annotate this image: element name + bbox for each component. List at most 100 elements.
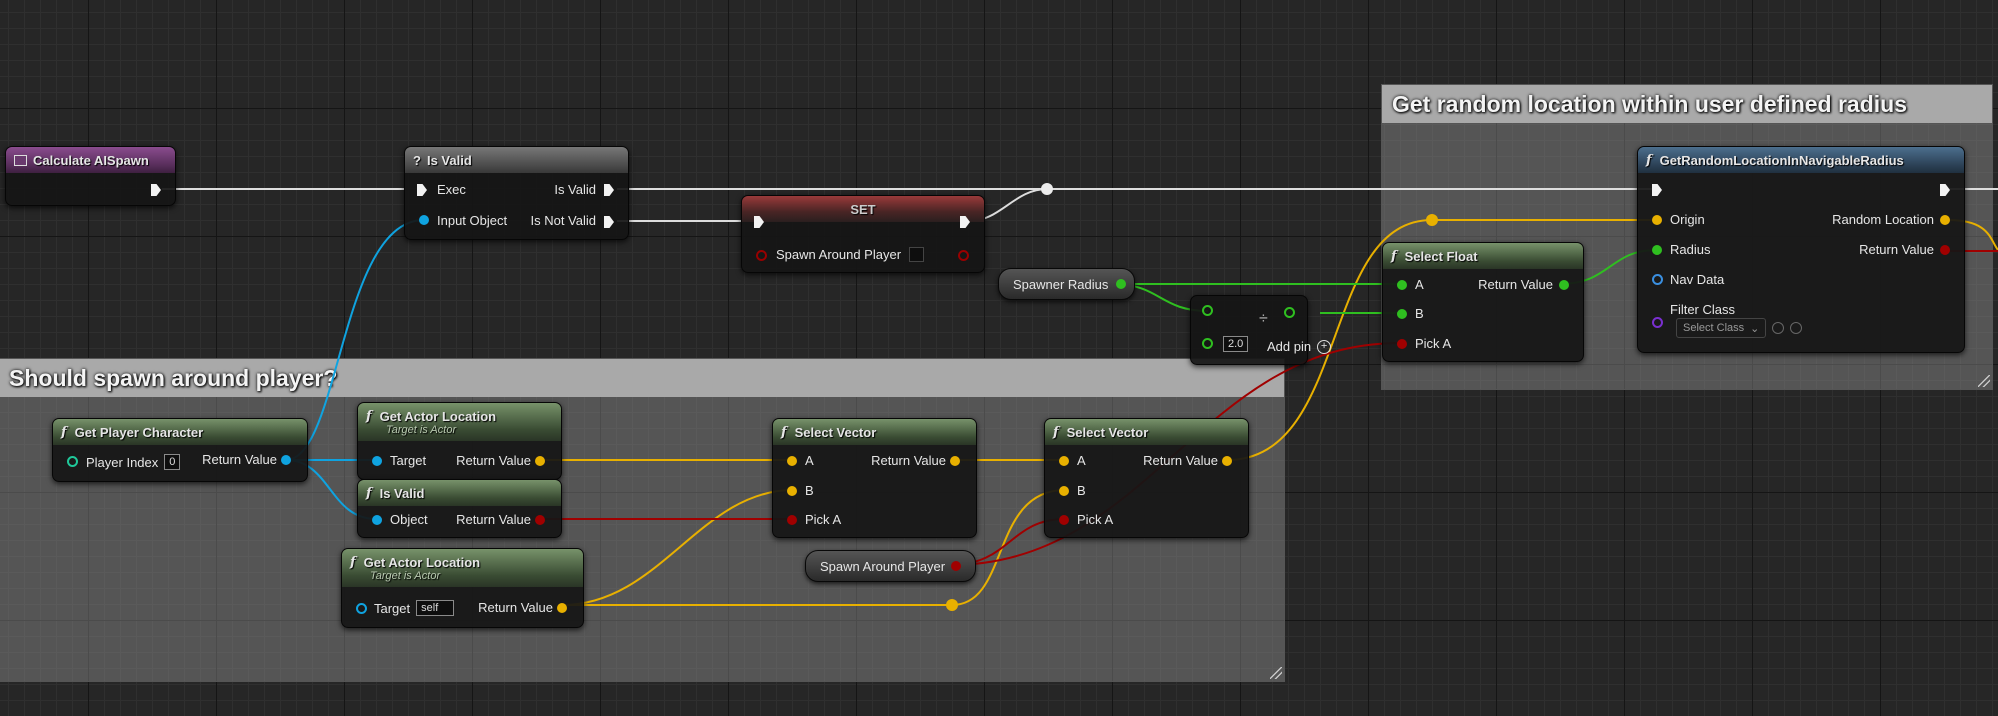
float-in-pin-a[interactable] (1202, 305, 1213, 316)
variable-spawner-radius[interactable]: Spawner Radius (998, 268, 1135, 300)
reroute-node-vector[interactable] (1426, 214, 1438, 226)
exec-in-pin[interactable] (417, 184, 427, 196)
node-get-random-location[interactable]: f GetRandomLocationInNavigableRadius Orig… (1637, 146, 1965, 353)
pin-label: B (1077, 483, 1086, 498)
resize-grip-icon[interactable] (1978, 375, 1990, 387)
radius-pin[interactable] (1652, 245, 1662, 255)
function-icon: f (366, 485, 372, 501)
bool-out-pin[interactable] (535, 515, 545, 525)
float-out-pin[interactable] (1284, 307, 1295, 318)
float-out-pin[interactable] (1559, 280, 1569, 290)
pin-label: B (805, 483, 814, 498)
pin-label: Origin (1670, 212, 1705, 227)
exec-in-pin[interactable] (754, 216, 764, 228)
pin-label: B (1415, 306, 1424, 321)
vector-in-pin-b[interactable] (787, 486, 797, 496)
exec-out-pin[interactable] (960, 216, 970, 228)
pin-label: Return Value (1478, 277, 1553, 292)
bool-in-pin[interactable] (756, 250, 767, 261)
pin-label: Return Value (202, 452, 277, 467)
node-divide[interactable]: ÷ 2.0 Add pin+ (1190, 295, 1332, 365)
node-title: SET (742, 196, 984, 222)
exec-in-pin[interactable] (1652, 184, 1662, 196)
plus-icon: + (1317, 339, 1332, 354)
node-title: Select Vector (1066, 424, 1149, 440)
pin-label: Input Object (437, 213, 508, 228)
vector-out-pin[interactable] (950, 456, 960, 466)
function-icon: f (61, 424, 67, 440)
object-out-pin[interactable] (281, 455, 291, 465)
pin-label: Return Value (1859, 242, 1934, 257)
reroute-node-exec[interactable] (1041, 183, 1053, 195)
nav-data-pin[interactable] (1652, 274, 1663, 285)
node-set[interactable]: SET Spawn Around Player (741, 195, 985, 273)
bool-checkbox[interactable] (909, 247, 925, 262)
pin-label: Pick A (805, 512, 842, 527)
vector-in-pin-a[interactable] (787, 456, 797, 466)
player-index-field[interactable]: 0 (164, 454, 181, 470)
float-in-pin-b[interactable] (1202, 338, 1213, 349)
reroute-node-vector[interactable] (946, 599, 958, 611)
variable-label: Spawn Around Player (820, 558, 946, 574)
float-in-pin-a[interactable] (1397, 280, 1407, 290)
vector-out-pin[interactable] (557, 603, 567, 613)
pin-label: Random Location (1832, 212, 1934, 227)
event-node-calculate-aispawn[interactable]: Calculate AISpawn (5, 146, 176, 206)
player-index-pin[interactable] (67, 456, 78, 467)
node-title: Is Valid (426, 152, 472, 168)
bool-in-pin[interactable] (1397, 339, 1407, 349)
float-out-pin[interactable] (1116, 279, 1126, 289)
target-pin[interactable] (372, 456, 382, 466)
float-in-pin-b[interactable] (1397, 309, 1407, 319)
random-location-out-pin[interactable] (1940, 215, 1950, 225)
variable-spawn-around-player[interactable]: Spawn Around Player (805, 550, 976, 582)
divisor-field[interactable]: 2.0 (1223, 336, 1249, 352)
pin-label: Target (374, 600, 411, 616)
pin-label: Radius (1670, 242, 1711, 257)
filter-class-pin[interactable] (1652, 317, 1663, 328)
node-title: Get Actor Location (363, 554, 481, 570)
node-is-valid[interactable]: ?Is Valid Exec Is Valid Input Object Is … (404, 146, 629, 240)
select-class-dropdown[interactable]: Select Class⌄ (1676, 318, 1767, 338)
vector-out-pin[interactable] (1222, 456, 1232, 466)
vector-out-pin[interactable] (535, 456, 545, 466)
node-subtitle: Target is Actor (370, 569, 441, 582)
function-icon: f (1646, 152, 1652, 168)
pin-label: Return Value (478, 600, 553, 615)
pin-label: Player Index (86, 454, 159, 470)
bool-out-pin[interactable] (958, 250, 969, 261)
vector-in-pin-b[interactable] (1059, 486, 1069, 496)
vector-in-pin-a[interactable] (1059, 456, 1069, 466)
exec-out-pin-is-not-valid[interactable] (604, 216, 614, 228)
resize-grip-icon[interactable] (1270, 667, 1282, 679)
bool-in-pin[interactable] (787, 515, 797, 525)
origin-pin[interactable] (1652, 215, 1662, 225)
pin-label: Target (390, 453, 427, 468)
divide-icon: ÷ (1259, 310, 1268, 327)
exec-out-pin-is-valid[interactable] (604, 184, 614, 196)
target-self-field[interactable]: self (416, 600, 455, 616)
add-pin-button[interactable]: Add pin+ (1267, 339, 1332, 354)
pin-label: A (1077, 453, 1086, 468)
node-title: Select Vector (794, 424, 877, 440)
input-object-pin[interactable] (419, 215, 429, 225)
bool-in-pin[interactable] (1059, 515, 1069, 525)
pin-label: Pick A (1415, 336, 1452, 351)
browse-icon[interactable] (1790, 322, 1803, 334)
exec-out-pin[interactable] (151, 184, 161, 196)
exec-out-pin[interactable] (1940, 184, 1950, 196)
object-pin[interactable] (372, 515, 382, 525)
target-pin[interactable] (356, 603, 367, 614)
node-title: GetRandomLocationInNavigableRadius (1659, 152, 1904, 168)
pin-label: Exec (437, 182, 466, 197)
bool-out-pin[interactable] (1940, 245, 1950, 255)
bool-out-pin[interactable] (951, 561, 961, 571)
use-selected-icon[interactable] (1772, 322, 1785, 334)
